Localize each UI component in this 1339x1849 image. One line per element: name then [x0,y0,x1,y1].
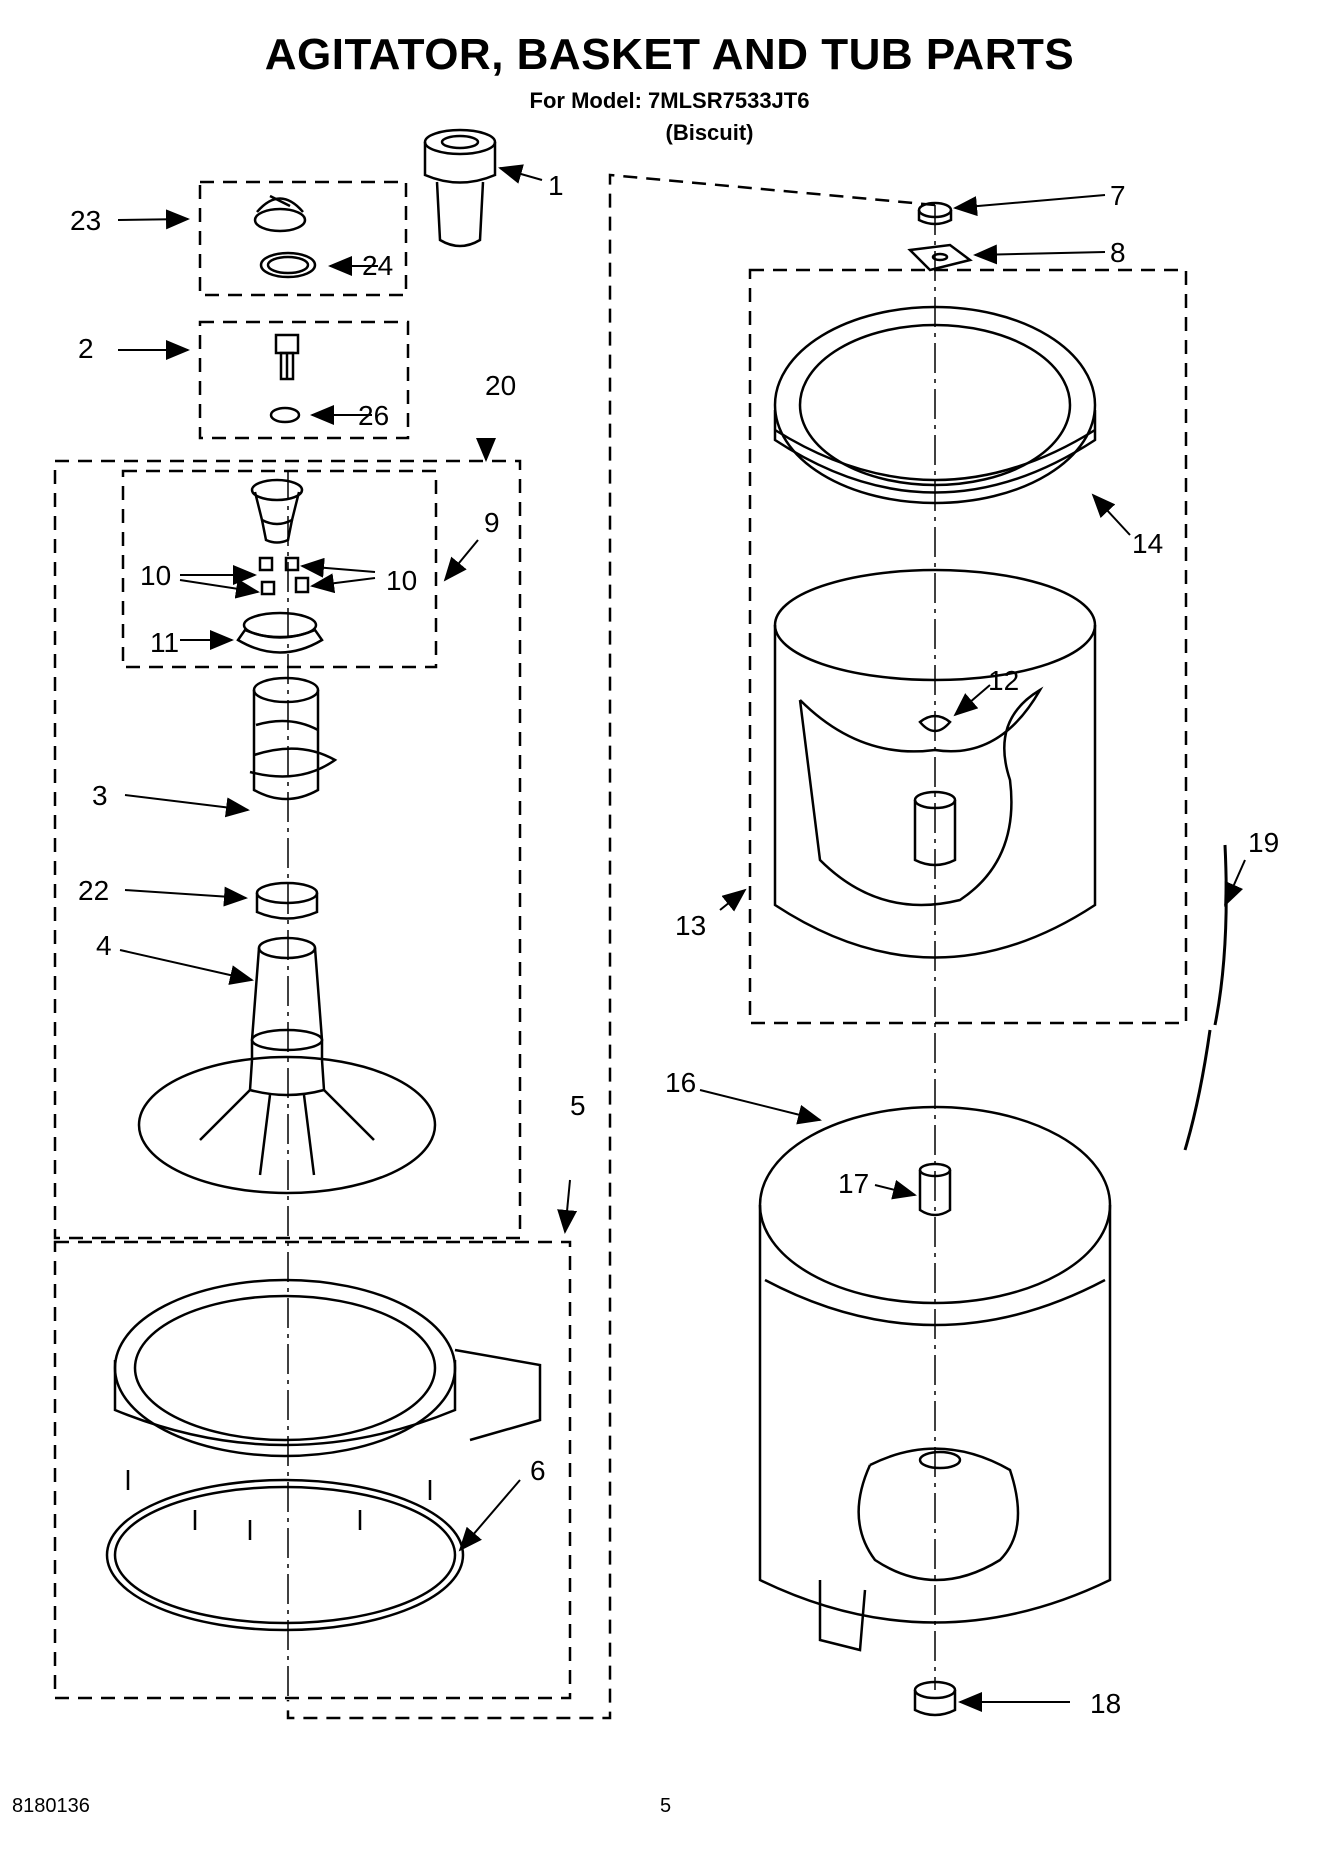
callout-26: 26 [358,400,389,431]
group-box-14 [748,268,1188,1025]
group-box-9 [121,469,438,669]
callout-14: 14 [1132,528,1163,559]
agitator-dogs-icon [258,556,310,596]
basket-ring-icon [773,305,1097,505]
agitator-cap-icon [250,478,304,544]
callout-23: 23 [70,205,101,236]
assembly-connector [286,173,936,1720]
seal-ring-icon [259,251,317,279]
lower-agitator-icon [137,936,437,1195]
document-number: 8180136 [12,1795,90,1817]
agitator-ring-icon [255,881,319,920]
callout-18: 18 [1090,1688,1121,1719]
cam-icon [236,611,324,654]
dispenser-icon [423,128,497,248]
callout-6: 6 [530,1455,546,1486]
callout-11: 11 [150,627,179,658]
callout-5: 5 [570,1090,586,1121]
callout-9: 9 [484,507,500,538]
callout-24: 24 [362,250,393,281]
callout-20: 20 [485,370,516,401]
callout-3: 3 [92,780,108,811]
group-box-23 [198,180,408,297]
callout-10-left: 10 [140,560,171,591]
tub-icon [758,1105,1112,1652]
page-number: 5 [660,1795,672,1817]
bolt-icon [274,333,300,381]
hose-icon [1213,844,1228,1026]
callout-8: 8 [1110,237,1126,268]
group-box-2 [198,320,410,440]
callout-1: 1 [548,170,564,201]
group-box-20 [53,459,522,1240]
washer-icon [269,406,301,424]
callout-16: 16 [665,1067,696,1098]
tub-seal-icon [918,1162,952,1217]
leader-arrows [117,164,1246,1712]
balance-ring-icon [105,1278,542,1632]
page-title: AGITATOR, BASKET AND TUB PARTS [264,30,1075,79]
cap-icon [253,194,307,233]
group-box-5 [53,1240,572,1700]
upper-agitator-icon [249,676,338,801]
model-line: For Model: 7MLSR7533JT6 [529,88,810,113]
callout-2: 2 [78,333,94,364]
basket-icon [773,568,1097,959]
callout-12: 12 [988,665,1019,696]
callout-7: 7 [1110,180,1126,211]
callout-4: 4 [96,930,112,961]
color-variant: (Biscuit) [665,120,754,145]
group-boxes [53,173,1188,1720]
drive-block-icon [907,243,973,272]
basket-nut-icon [918,714,952,733]
callout-13: 13 [675,910,706,941]
nut-icon [917,201,953,226]
drain-plug-icon [913,1680,957,1717]
callout-17: 17 [838,1168,869,1199]
callouts: 1 23 24 2 26 20 9 10 10 11 3 22 4 5 6 7 … [70,170,1279,1719]
callout-10-right: 10 [386,565,417,596]
callout-22: 22 [78,875,109,906]
callout-19: 19 [1248,827,1279,858]
